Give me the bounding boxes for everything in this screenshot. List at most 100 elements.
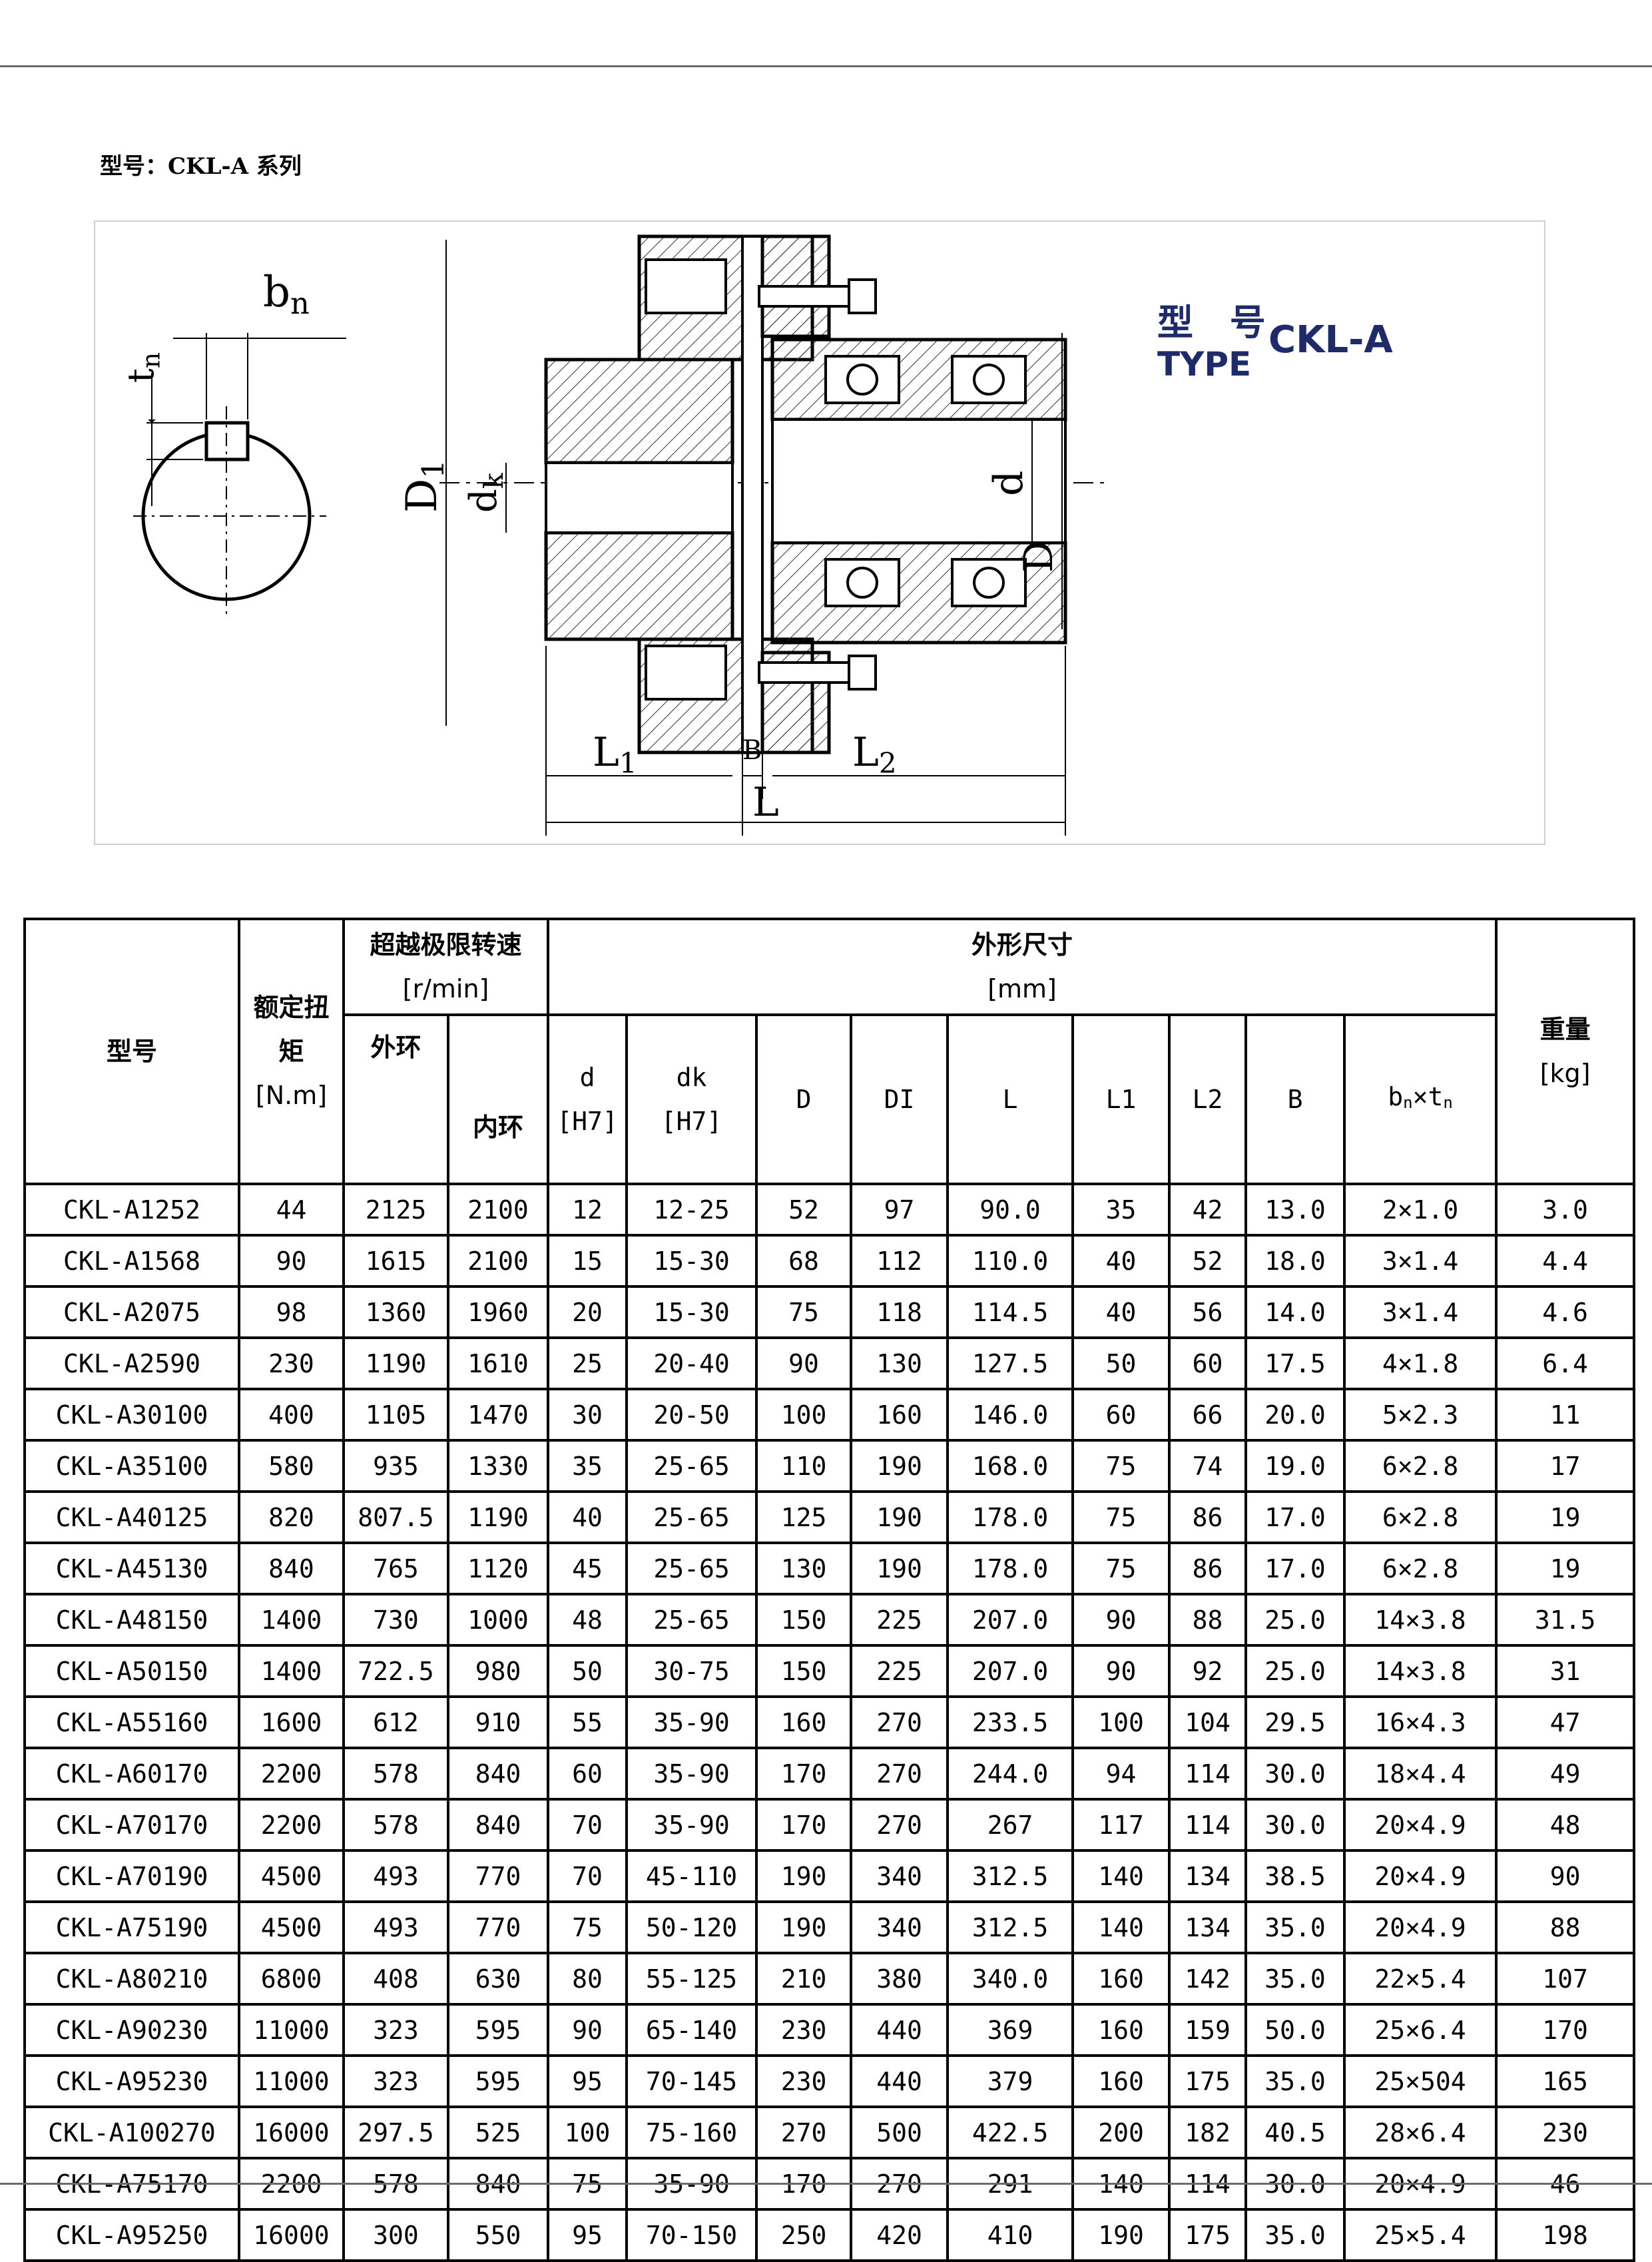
cell-L: 207.0 [946,1644,1075,1698]
cell-L2: 86 [1168,1490,1248,1544]
cell-torque: 4500 [238,1900,345,1954]
cell-d: 20 [547,1285,629,1339]
label-B: B [742,735,762,766]
cell-speed-outer: 493 [342,1900,449,1954]
cell-B: 40.5 [1244,2106,1346,2159]
cell-model: CKL-A30100 [23,1388,240,1442]
cell-torque: 11000 [238,2003,345,2057]
cell-speed-outer: 1360 [342,1285,449,1339]
header-torque: 额定扭 矩 [N.m] [238,918,345,1185]
cell-bn-tn: 6×2.8 [1343,1490,1498,1544]
cell-dk: 75-160 [625,2106,758,2159]
cell-speed-outer: 578 [342,1798,449,1852]
cell-weight: 90 [1495,1849,1636,1903]
cell-model: CKL-A70190 [23,1849,240,1903]
cell-d: 35 [547,1439,629,1493]
cell-weight: 31 [1495,1644,1636,1698]
cell-speed-inner: 630 [446,1952,550,2006]
cell-DI: 440 [850,2003,950,2057]
cell-bn-tn: 22×5.4 [1343,1952,1498,2006]
cell-torque: 820 [238,1490,345,1544]
cell-dk: 25-65 [625,1490,758,1544]
cell-L1: 160 [1071,2003,1171,2057]
cell-D: 230 [755,2054,853,2108]
cell-model: CKL-A35100 [23,1439,240,1493]
cell-weight: 4.4 [1495,1234,1636,1288]
cell-model: CKL-A100270 [23,2106,240,2159]
cell-speed-outer: 730 [342,1593,449,1647]
cell-DI: 190 [850,1439,950,1493]
header-L2: L2 [1168,1013,1248,1185]
cell-L2: 56 [1168,1285,1248,1339]
cell-L: 207.0 [946,1593,1075,1647]
cell-speed-outer: 722.5 [342,1644,449,1698]
cell-model: CKL-A50150 [23,1644,240,1698]
cell-L1: 160 [1071,1952,1171,2006]
cell-L2: 142 [1168,1952,1248,2006]
cell-weight: 49 [1495,1747,1636,1801]
cell-L: 267 [946,1798,1075,1852]
cell-speed-outer: 935 [342,1439,449,1493]
cell-L2: 92 [1168,1644,1248,1698]
cell-torque: 6800 [238,1952,345,2006]
cell-weight: 17 [1495,1439,1636,1493]
cell-D: 210 [755,1952,853,2006]
cell-d: 15 [547,1234,629,1288]
cell-D: 150 [755,1593,853,1647]
header-outer: 外环 [342,1013,449,1185]
cell-L1: 75 [1071,1542,1171,1595]
cell-L2: 88 [1168,1593,1248,1647]
cell-d: 80 [547,1952,629,2006]
header-inner: 内环 [446,1013,550,1185]
cell-speed-outer: 612 [342,1695,449,1749]
cell-B: 17.0 [1244,1490,1346,1544]
cell-d: 95 [547,2054,629,2108]
header-speed: 超越极限转速 [r/min] [342,918,550,1016]
cell-DI: 420 [850,2208,950,2262]
cell-DI: 97 [850,1183,950,1237]
cell-DI: 190 [850,1542,950,1595]
cell-model: CKL-A40125 [23,1490,240,1544]
cell-d: 100 [547,2106,629,2159]
cell-L2: 52 [1168,1234,1248,1288]
cell-dk: 15-30 [625,1285,758,1339]
cell-weight: 230 [1495,2106,1636,2159]
cell-d: 12 [547,1183,629,1237]
cell-L1: 35 [1071,1183,1171,1237]
cell-B: 35.0 [1244,1952,1346,2006]
cell-D: 270 [755,2106,853,2159]
cell-L: 244.0 [946,1747,1075,1801]
cell-model: CKL-A75190 [23,1900,240,1954]
cell-L: 379 [946,2054,1075,2108]
cell-speed-inner: 1610 [446,1336,550,1390]
cell-L: 340.0 [946,1952,1075,2006]
cell-d: 25 [547,1336,629,1390]
cell-d: 60 [547,1747,629,1801]
cell-DI: 270 [850,1798,950,1852]
cell-speed-outer: 578 [342,1747,449,1801]
cell-d: 70 [547,1798,629,1852]
type-label-zh: 型 号 [1157,302,1278,344]
cell-dk: 65-140 [625,2003,758,2057]
cell-D: 68 [755,1234,853,1288]
cell-B: 14.0 [1244,1285,1346,1339]
cell-L2: 159 [1168,2003,1248,2057]
label-L1: L1 [593,729,637,780]
cell-dk: 70-150 [625,2208,758,2262]
cell-D: 250 [755,2208,853,2262]
cell-L: 369 [946,2003,1075,2057]
header-L: L [946,1013,1075,1185]
cell-L: 312.5 [946,1849,1075,1903]
cell-speed-outer: 807.5 [342,1490,449,1544]
spec-table: 型号 额定扭 矩 [N.m] 超越极限转速 [r/min] 外形尺寸 [mm] … [23,918,1636,2262]
cell-DI: 160 [850,1388,950,1442]
cell-D: 170 [755,1747,853,1801]
cell-speed-inner: 1470 [446,1388,550,1442]
cell-L2: 134 [1168,1849,1248,1903]
